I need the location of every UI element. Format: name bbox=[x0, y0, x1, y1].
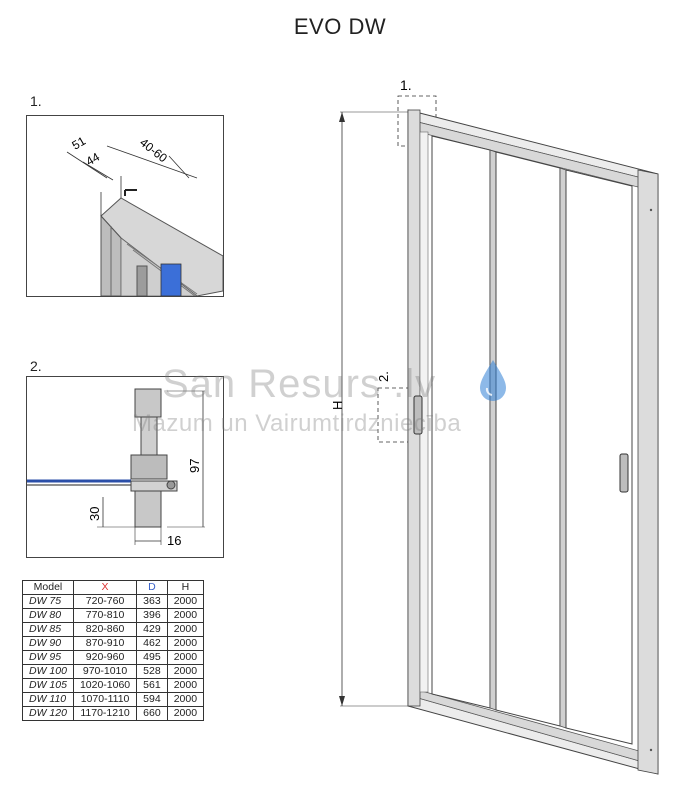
table-cell: 820-860 bbox=[72, 622, 138, 637]
table-cell: 1020-1060 bbox=[72, 678, 138, 693]
table-cell: DW 120 bbox=[22, 706, 74, 721]
detail-2-dim-bottom: 30 bbox=[87, 507, 102, 521]
table-cell: 770-810 bbox=[72, 608, 138, 623]
table-cell: 495 bbox=[136, 650, 168, 665]
table-cell: 594 bbox=[136, 692, 168, 707]
detail-1-drawing: 51 44 40-60 bbox=[66, 134, 223, 296]
table-cell: 660 bbox=[136, 706, 168, 721]
detail-1-dim-b: 44 bbox=[84, 150, 103, 169]
table-cell: 970-1010 bbox=[72, 664, 138, 679]
table-cell: 2000 bbox=[166, 636, 205, 651]
water-drop-icon bbox=[480, 360, 506, 401]
table-cell: 363 bbox=[136, 594, 168, 609]
table-cell: 462 bbox=[136, 636, 168, 651]
detail-1-label: 1. bbox=[30, 93, 42, 109]
detail-1-box: 51 44 40-60 bbox=[26, 115, 224, 297]
table-cell: 1070-1110 bbox=[72, 692, 138, 707]
watermark-tagline: Mazum un Vairumtirdzniecība bbox=[132, 410, 462, 437]
table-cell: 429 bbox=[136, 622, 168, 637]
door-drawing: H 1. 2. bbox=[330, 77, 659, 775]
table-cell: 2000 bbox=[166, 594, 205, 609]
table-cell: DW 110 bbox=[22, 692, 74, 707]
detail-1-dim-c: 40-60 bbox=[137, 135, 170, 165]
table-cell: 2000 bbox=[166, 608, 205, 623]
height-label: H bbox=[330, 401, 345, 410]
table-cell: DW 95 bbox=[22, 650, 74, 665]
table-cell: DW 80 bbox=[22, 608, 74, 623]
table-header-row: Model X D H bbox=[22, 580, 205, 595]
column-header-d: D bbox=[136, 580, 168, 595]
table-cell: 2000 bbox=[166, 650, 205, 665]
detail-2-drawing: 97 30 16 bbox=[27, 388, 205, 548]
table-cell: 1170-1210 bbox=[72, 706, 138, 721]
table-cell: 870-910 bbox=[72, 636, 138, 651]
table-cell: 2000 bbox=[166, 678, 205, 693]
table-cell: DW 75 bbox=[22, 594, 74, 609]
table-cell: 920-960 bbox=[72, 650, 138, 665]
column-header-model: Model bbox=[22, 580, 74, 595]
table-cell: 561 bbox=[136, 678, 168, 693]
table-cell: 2000 bbox=[166, 664, 205, 679]
table-cell: 2000 bbox=[166, 692, 205, 707]
detail-2-dim-width: 16 bbox=[167, 533, 181, 548]
table-cell: DW 90 bbox=[22, 636, 74, 651]
callout-1-label: 1. bbox=[400, 77, 412, 93]
table-cell: 528 bbox=[136, 664, 168, 679]
detail-2-label: 2. bbox=[30, 358, 42, 374]
table-cell: DW 105 bbox=[22, 678, 74, 693]
table-cell: 2000 bbox=[166, 622, 205, 637]
table-cell: DW 100 bbox=[22, 664, 74, 679]
callout-2-label: 2. bbox=[376, 371, 391, 382]
table-cell: 396 bbox=[136, 608, 168, 623]
detail-2-box: 97 30 16 bbox=[26, 376, 224, 558]
table-cell: 720-760 bbox=[72, 594, 138, 609]
page-title: EVO DW bbox=[293, 14, 387, 39]
table-cell: DW 85 bbox=[22, 622, 74, 637]
detail-1-dim-a: 51 bbox=[70, 134, 89, 153]
column-header-x: X bbox=[72, 580, 138, 595]
table-cell: 2000 bbox=[166, 706, 205, 721]
column-header-h: H bbox=[166, 580, 205, 595]
watermark-name: San Resurs .lv bbox=[162, 362, 437, 406]
detail-2-dim-height: 97 bbox=[187, 459, 202, 473]
